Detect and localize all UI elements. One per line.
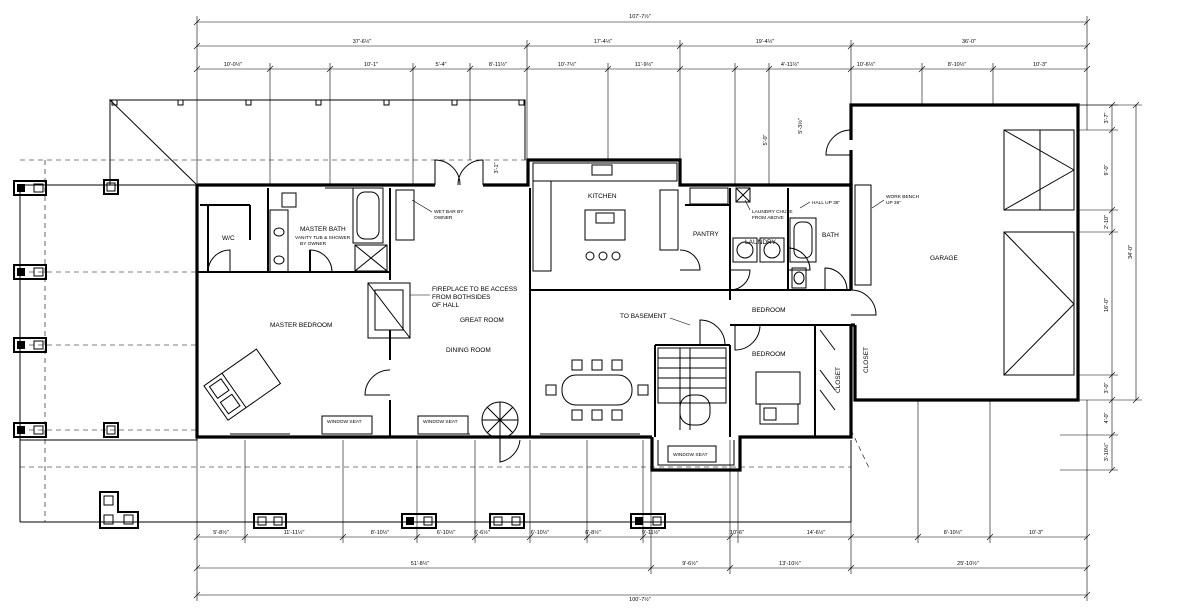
label-fireplace-note: FIREPLACE TO BE ACCESS xyxy=(432,286,518,293)
dim-bottom-row1: 6'-10½" xyxy=(531,529,550,536)
dim-top-row2: 4'-11½" xyxy=(781,61,799,68)
label-bath: BATH xyxy=(822,232,839,239)
label-laundry-chute: FROM ABOVE xyxy=(752,215,784,221)
dim-right-side: 16'-0" xyxy=(1104,298,1110,312)
dim-bottom-row2: 51'-8½" xyxy=(411,560,430,567)
label-dining-room: DINING ROOM xyxy=(446,347,491,354)
dim-small: 5'-3½" xyxy=(797,118,804,134)
label-work-bench: WORK BENCH xyxy=(886,194,920,200)
label-hall-up: HALL UP 36" xyxy=(812,200,840,206)
dim-bottom-row1: 11'-11½" xyxy=(284,529,305,536)
porch-outline xyxy=(19,99,871,523)
dim-top-row2: 10'-0½" xyxy=(224,61,243,68)
dim-bottom-row1: 14'-6½" xyxy=(807,529,826,536)
dim-right-side: 3'-0" xyxy=(1104,382,1110,393)
dim-bottom-row1: 6'-6½" xyxy=(474,529,490,536)
dim-right-side: 3'-10½" xyxy=(1103,443,1110,462)
dim-overall-top: 107'-7½" xyxy=(629,13,651,20)
dim-bottom-row1: 9'-11½" xyxy=(642,529,660,536)
dim-bottom-row2: 25'-10½" xyxy=(957,560,979,567)
dim-top-row2: 10'-3" xyxy=(1033,62,1047,68)
dim-bottom-row1: 10'-6" xyxy=(730,530,744,536)
dim-top-row2: 8'-11½" xyxy=(489,61,507,68)
label-closet-2: CLOSET xyxy=(863,347,870,373)
label-window-seat: WINDOW SEAT xyxy=(327,419,362,425)
dim-bottom-row2: 9'-6½" xyxy=(682,560,698,567)
label-window-seat: WINDOW SEAT xyxy=(673,452,708,458)
dim-top-row2: 5'-4" xyxy=(436,62,447,68)
dim-overall-bottom: 100'-7½" xyxy=(629,596,651,603)
label-wic: W/C xyxy=(222,235,235,242)
dim-top-row2: 8'-10½" xyxy=(948,61,967,68)
dim-top-row1: 36'-0" xyxy=(962,39,976,45)
dim-top-row2: 10'-6½" xyxy=(857,61,876,68)
dim-top-row1: 37'-6½" xyxy=(353,38,372,45)
label-vanity-note: BY OWNER xyxy=(300,241,327,247)
label-work-bench: UP 36" xyxy=(886,200,901,206)
label-laundry-chute: LAUNDRY CHUTE xyxy=(752,209,793,215)
label-bedroom-2: BEDROOM xyxy=(752,351,786,358)
pier-footings xyxy=(13,179,666,529)
dim-top-row2: 11'-9½" xyxy=(635,61,653,68)
label-vanity-note: VANITY TUB & SHOWER xyxy=(295,235,351,241)
dimension-texts: 107'-7½" 37'-6½" 17'-4½" 19'-4½" 36'-0" … xyxy=(213,13,1134,603)
dim-small: 3'-1" xyxy=(494,162,500,173)
label-laundry: LAUNDRY xyxy=(745,239,777,246)
label-bedroom-1: BEDROOM xyxy=(752,307,786,314)
label-pantry: PANTRY xyxy=(693,231,719,238)
dimension-ticks xyxy=(193,18,1140,599)
dim-right-side: 4'-0" xyxy=(1104,412,1110,423)
room-labels: W/C MASTER BATH VANITY TUB & SHOWER BY O… xyxy=(222,193,958,458)
label-master-bath: MASTER BATH xyxy=(300,226,346,233)
dim-bottom-row1: 8'-10½" xyxy=(371,529,390,536)
fixtures xyxy=(203,129,1075,463)
label-fireplace-note: FROM BOTHSIDES xyxy=(432,294,491,301)
dim-right-total: 34'-0" xyxy=(1128,245,1134,259)
label-to-basement: TO BASEMENT xyxy=(620,313,667,320)
walls xyxy=(195,103,1080,472)
dim-top-row2: 10'-1" xyxy=(364,62,378,68)
dim-top-row2: 10'-7½" xyxy=(558,61,577,68)
dim-right-side: 3'-7" xyxy=(1104,112,1110,123)
label-garage: GARAGE xyxy=(930,255,958,262)
dim-bottom-row1: 10'-3" xyxy=(1029,530,1043,536)
dim-bottom-row1: 8'-10½" xyxy=(944,529,963,536)
dimension-lines xyxy=(196,16,1142,601)
leader-lines xyxy=(410,199,885,326)
doors xyxy=(207,129,877,463)
label-great-room: GREAT ROOM xyxy=(460,317,504,324)
dim-top-row1: 19'-4½" xyxy=(756,38,775,45)
label-window-seat: WINDOW SEAT xyxy=(423,419,458,425)
dim-right-side: 9'-0" xyxy=(1104,164,1110,175)
label-kitchen: KITCHEN xyxy=(588,193,617,200)
label-fireplace-note: OF HALL xyxy=(432,302,459,309)
dim-bottom-row1: 5'-8½" xyxy=(213,529,229,536)
label-master-bedroom: MASTER BEDROOM xyxy=(270,322,332,329)
dim-bottom-row2: 13'-10½" xyxy=(779,560,801,567)
label-wet-bar: WET BAR BY xyxy=(434,209,464,215)
label-closet-1: CLOSET xyxy=(835,367,842,393)
dim-bottom-row1: 6'-8½" xyxy=(585,529,601,536)
label-wet-bar: OWNER xyxy=(434,215,453,221)
dim-top-row1: 17'-4½" xyxy=(594,38,613,45)
dim-bottom-row1: 6'-10½" xyxy=(437,529,456,536)
dim-right-side: 2'-10" xyxy=(1104,215,1110,229)
dim-small: 5'-0" xyxy=(763,134,769,145)
